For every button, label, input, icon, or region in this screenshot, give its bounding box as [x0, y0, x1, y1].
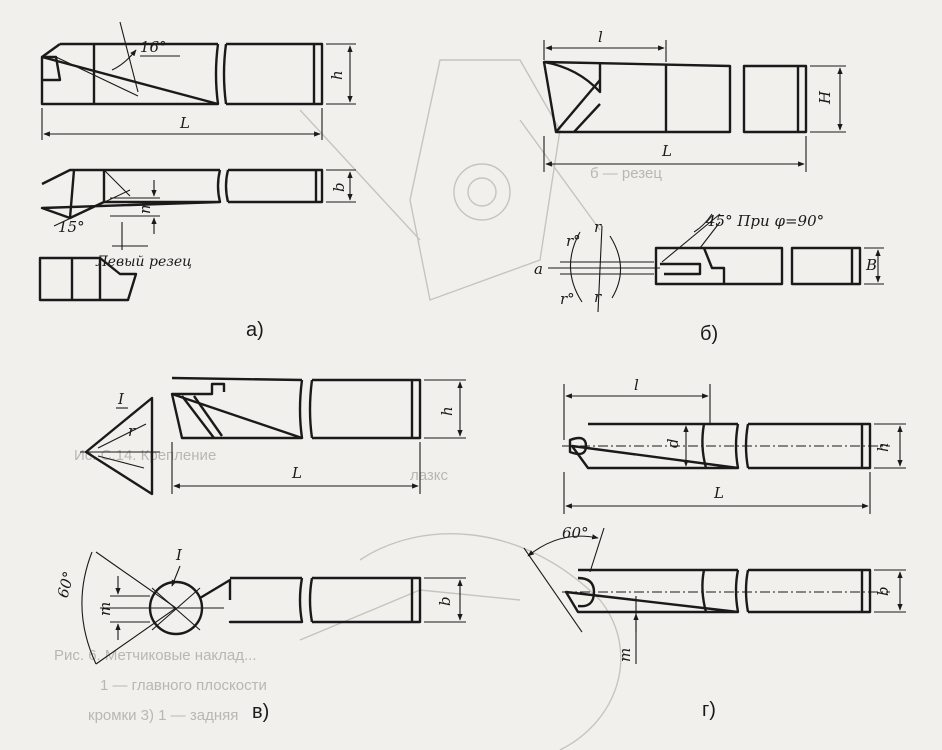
panel-v-top-view: h L	[170, 376, 466, 494]
background-ghost: Ис. С.14. Крепление лазкс б — резец Рис.…	[54, 59, 662, 750]
panel-a-partial-view	[38, 256, 138, 302]
panel-b: l H L 45° При φ=90° r°	[534, 28, 884, 345]
panel-g-angle-label: 60°	[562, 524, 589, 542]
panel-b-r-top: r°	[566, 232, 581, 250]
panel-g-d-label: d	[664, 438, 682, 448]
panel-b-r-bottom: r°	[560, 290, 575, 308]
panel-g-bottom-view: 60° m b	[523, 524, 906, 664]
panel-v-m-label: m	[96, 602, 114, 616]
panel-b-length-label: L	[661, 142, 672, 160]
panel-g-height-label: h	[874, 442, 892, 452]
panel-a-caption: а)	[246, 319, 264, 341]
ghost-text-6: кромки 3) 1 — задняя	[88, 707, 238, 724]
panel-v-r-label: r	[128, 422, 136, 440]
panel-b-r-bottom-letter: r	[594, 288, 602, 306]
panel-b-head-length-label: l	[598, 28, 603, 46]
ghost-text-5: 1 — главного плоскости	[100, 677, 267, 694]
panel-v-length-label: L	[291, 464, 302, 482]
panel-v-bottom-view: m 60° I b	[54, 546, 466, 665]
panel-b-bottom-view: 45° При φ=90° r° r a r° r B	[534, 212, 884, 313]
panel-v-angle-label: 60°	[54, 569, 78, 599]
panel-v-caption: в)	[252, 701, 269, 723]
panel-v-view-i: I r	[80, 390, 160, 496]
panel-b-top-view: l H L	[542, 28, 846, 172]
panel-a-angle-bottom: 15°	[58, 218, 85, 236]
panel-b-width-label: B	[865, 256, 877, 274]
panel-a-side-view: m 15° b Левый резец	[40, 168, 356, 270]
panel-g-width-label: b	[874, 586, 892, 596]
panel-b-angle-note: 45° При φ=90°	[705, 212, 824, 230]
panel-v-width-label: b	[436, 596, 454, 606]
panel-a-top-view: 16° h L	[40, 21, 356, 140]
panel-g-m-label: m	[616, 648, 634, 662]
panel-v-height-label: h	[438, 406, 456, 416]
panel-a: 16° h L m 15° b Левый	[38, 21, 356, 341]
panel-g-caption: г)	[702, 699, 716, 721]
panel-a-m-label: m	[136, 200, 154, 214]
panel-a-height-label: h	[328, 70, 346, 80]
panel-a-left-cutter-note: Левый резец	[95, 254, 192, 270]
panel-v-view-mark-bottom: I	[175, 546, 183, 564]
panel-a-width-label: b	[330, 182, 348, 192]
panel-b-r-letter: r	[594, 218, 602, 236]
panel-g: l d h L 60° m	[523, 376, 906, 721]
panel-v: I r h L	[54, 376, 466, 723]
panel-b-height-label: H	[816, 90, 834, 105]
panel-g-length-label: L	[713, 484, 724, 502]
panel-b-caption: б)	[700, 323, 718, 345]
panel-g-top-view: l d h L	[562, 376, 906, 514]
ghost-text-4: Рис. 6. Метчиковые наклад...	[54, 647, 257, 664]
panel-a-angle-top: 16°	[140, 38, 167, 56]
panel-b-a-label: a	[534, 260, 543, 278]
ghost-text-3: б — резец	[590, 165, 662, 182]
panel-a-length-label: L	[179, 114, 190, 132]
panel-g-head-length-label: l	[634, 376, 639, 394]
ghost-text-1: Ис. С.14. Крепление	[74, 447, 216, 464]
panel-v-view-mark: I	[117, 390, 125, 408]
ghost-text-2: лазкс	[410, 467, 449, 484]
